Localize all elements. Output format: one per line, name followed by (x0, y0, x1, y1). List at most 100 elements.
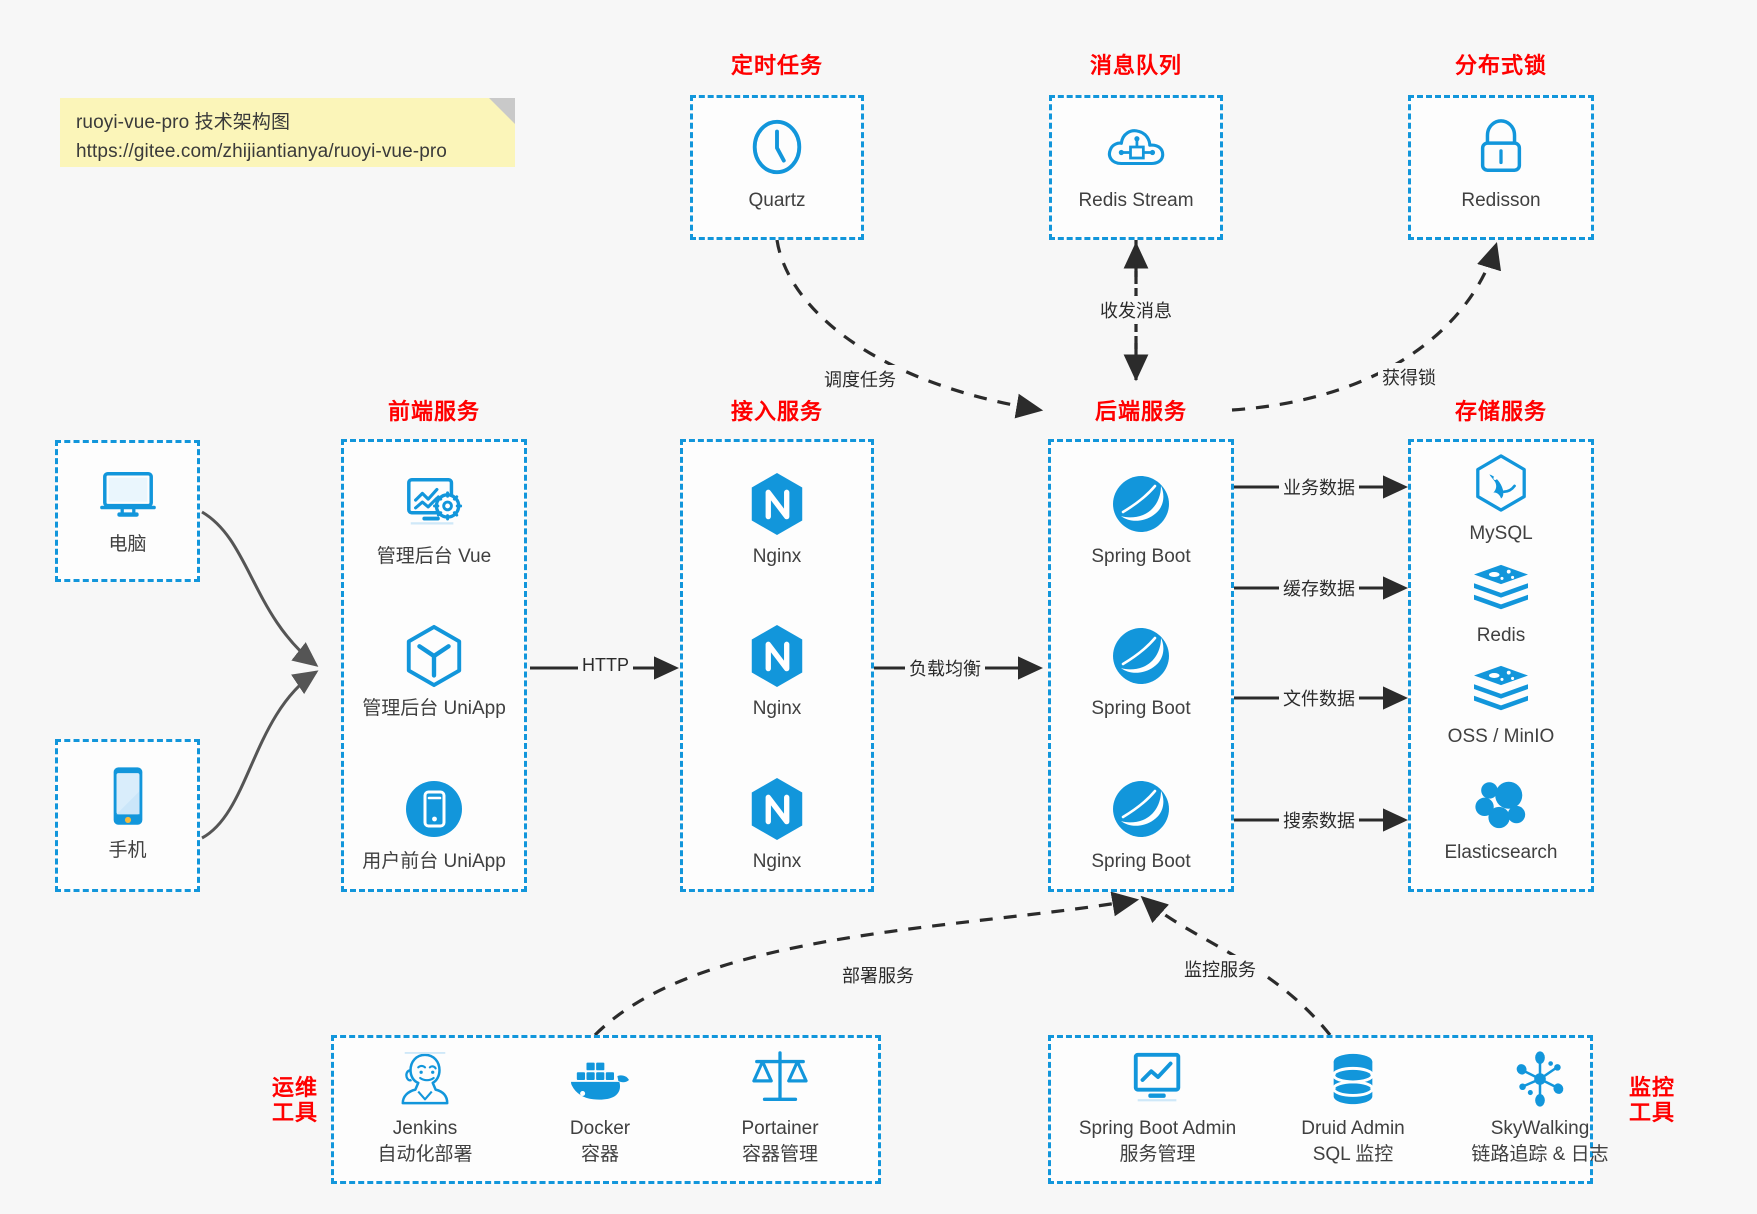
jenkins-icon (345, 1048, 505, 1110)
hexagon-cube-icon (331, 622, 537, 690)
note-fold-corner (489, 98, 515, 124)
edge-label-schedule-task: 调度任务 (820, 365, 900, 393)
node-label: Spring Boot (1091, 546, 1191, 567)
node-docker[interactable]: Docker 容器 (520, 1048, 680, 1167)
edge-label-load-balance: 负载均衡 (905, 654, 985, 682)
edge-label-monitor-service: 监控服务 (1180, 955, 1260, 983)
node-label: 用户前台 UniApp (362, 851, 506, 872)
note-line-1: ruoyi-vue-pro 技术架构图 (76, 112, 291, 133)
node-sublabel: 容器 (580, 1143, 619, 1165)
group-box-client-desktop (55, 440, 200, 582)
group-title-monitor: 监控 工具 (1612, 1075, 1692, 1126)
node-label: 管理后台 Vue (376, 546, 492, 567)
node-label: Spring Boot (1091, 698, 1191, 719)
smartphone-icon (55, 762, 200, 832)
mysql-icon (1398, 453, 1604, 515)
redis-icon (1398, 662, 1604, 718)
node-admin-uniapp[interactable]: 管理后台 UniApp (331, 622, 537, 722)
node-redisson[interactable]: Redisson (1408, 112, 1594, 214)
nginx-icon (680, 622, 874, 690)
spring-boot-icon (1048, 470, 1234, 538)
lock-icon (1408, 112, 1594, 182)
node-label: Redisson (1461, 190, 1541, 211)
nginx-icon (680, 470, 874, 538)
desktop-icon (55, 462, 200, 526)
node-label: Redis (1476, 625, 1526, 646)
node-label: Quartz (748, 190, 806, 211)
node-mobile[interactable]: 手机 (55, 762, 200, 864)
node-spring-boot-1[interactable]: Spring Boot (1048, 470, 1234, 570)
node-sublabel: 容器管理 (741, 1143, 818, 1165)
node-sublabel: SQL 监控 (1312, 1143, 1394, 1165)
node-label: SkyWalking (1490, 1118, 1590, 1139)
group-title-scheduler: 定时任务 (730, 53, 823, 78)
node-label: Spring Boot Admin (1078, 1118, 1237, 1139)
node-sublabel: 服务管理 (1119, 1143, 1196, 1165)
node-sublabel: 链路追踪 & 日志 (1471, 1143, 1609, 1165)
node-label: Portainer (741, 1118, 819, 1139)
group-box-scheduler (690, 95, 864, 240)
group-title-monitor-line2: 工具 (1628, 1100, 1675, 1126)
node-oss-minio[interactable]: OSS / MinIO (1398, 662, 1604, 750)
node-label: MySQL (1469, 523, 1533, 544)
note-text: ruoyi-vue-pro 技术架构图 https://gitee.com/zh… (76, 108, 497, 167)
node-spring-boot-2[interactable]: Spring Boot (1048, 622, 1234, 722)
node-label: Nginx (752, 546, 802, 567)
node-label: OSS / MinIO (1447, 726, 1555, 747)
node-redis-stream[interactable]: Redis Stream (1049, 112, 1223, 214)
spring-boot-icon (1048, 775, 1234, 843)
group-title-storage: 存储服务 (1454, 399, 1547, 424)
node-jenkins[interactable]: Jenkins 自动化部署 (345, 1048, 505, 1167)
node-label: Spring Boot (1091, 851, 1191, 872)
node-label: 管理后台 UniApp (362, 698, 506, 719)
group-box-mq (1049, 95, 1223, 240)
clock-icon (690, 112, 864, 182)
node-nginx-3[interactable]: Nginx (680, 775, 874, 875)
node-admin-vue[interactable]: 管理后台 Vue (331, 470, 537, 570)
group-box-devops (331, 1035, 881, 1184)
node-label: Nginx (752, 698, 802, 719)
group-title-gateway: 接入服务 (730, 399, 823, 424)
node-portainer[interactable]: Portainer 容器管理 (700, 1048, 860, 1167)
node-elasticsearch[interactable]: Elasticsearch (1398, 772, 1604, 866)
dashboard-settings-icon (331, 470, 537, 538)
node-mysql[interactable]: MySQL (1398, 453, 1604, 547)
edge-label-business-data: 业务数据 (1279, 473, 1359, 501)
node-spring-boot-admin[interactable]: Spring Boot Admin 服务管理 (1055, 1048, 1260, 1167)
group-title-devops-line2: 工具 (271, 1100, 318, 1126)
group-title-lock: 分布式锁 (1454, 53, 1547, 78)
scales-icon (700, 1048, 860, 1110)
node-redis[interactable]: Redis (1398, 561, 1604, 649)
node-user-uniapp[interactable]: 用户前台 UniApp (331, 775, 537, 875)
mobile-circle-icon (331, 775, 537, 843)
node-spring-boot-3[interactable]: Spring Boot (1048, 775, 1234, 875)
group-title-frontend: 前端服务 (387, 399, 480, 424)
cloud-network-icon (1049, 112, 1223, 182)
group-title-devops-line1: 运维 (271, 1075, 318, 1100)
node-label: Nginx (752, 851, 802, 872)
group-title-monitor-line1: 监控 (1628, 1075, 1675, 1100)
node-skywalking[interactable]: SkyWalking 链路追踪 & 日志 (1440, 1048, 1640, 1167)
node-label: 电脑 (108, 534, 147, 555)
edge-label-acquire-lock: 获得锁 (1378, 363, 1440, 391)
redis-icon (1398, 561, 1604, 617)
node-label: Druid Admin (1301, 1118, 1405, 1139)
edge-label-search-data: 搜索数据 (1279, 806, 1359, 834)
node-desktop[interactable]: 电脑 (55, 462, 200, 558)
skywalking-icon (1440, 1048, 1640, 1110)
node-nginx-2[interactable]: Nginx (680, 622, 874, 722)
note-line-2: https://gitee.com/zhijiantianya/ruoyi-vu… (76, 141, 447, 163)
edge-label-http: HTTP (578, 654, 633, 677)
edge-label-send-receive-message: 收发消息 (1096, 296, 1176, 324)
node-druid-admin[interactable]: Druid Admin SQL 监控 (1263, 1048, 1443, 1167)
database-icon (1263, 1048, 1443, 1110)
node-nginx-1[interactable]: Nginx (680, 470, 874, 570)
node-quartz[interactable]: Quartz (690, 112, 864, 214)
node-sublabel: 自动化部署 (377, 1143, 473, 1165)
spring-boot-icon (1048, 622, 1234, 690)
group-title-backend: 后端服务 (1094, 399, 1187, 424)
group-box-monitor (1048, 1035, 1593, 1184)
nginx-icon (680, 775, 874, 843)
node-label: 手机 (108, 840, 147, 861)
